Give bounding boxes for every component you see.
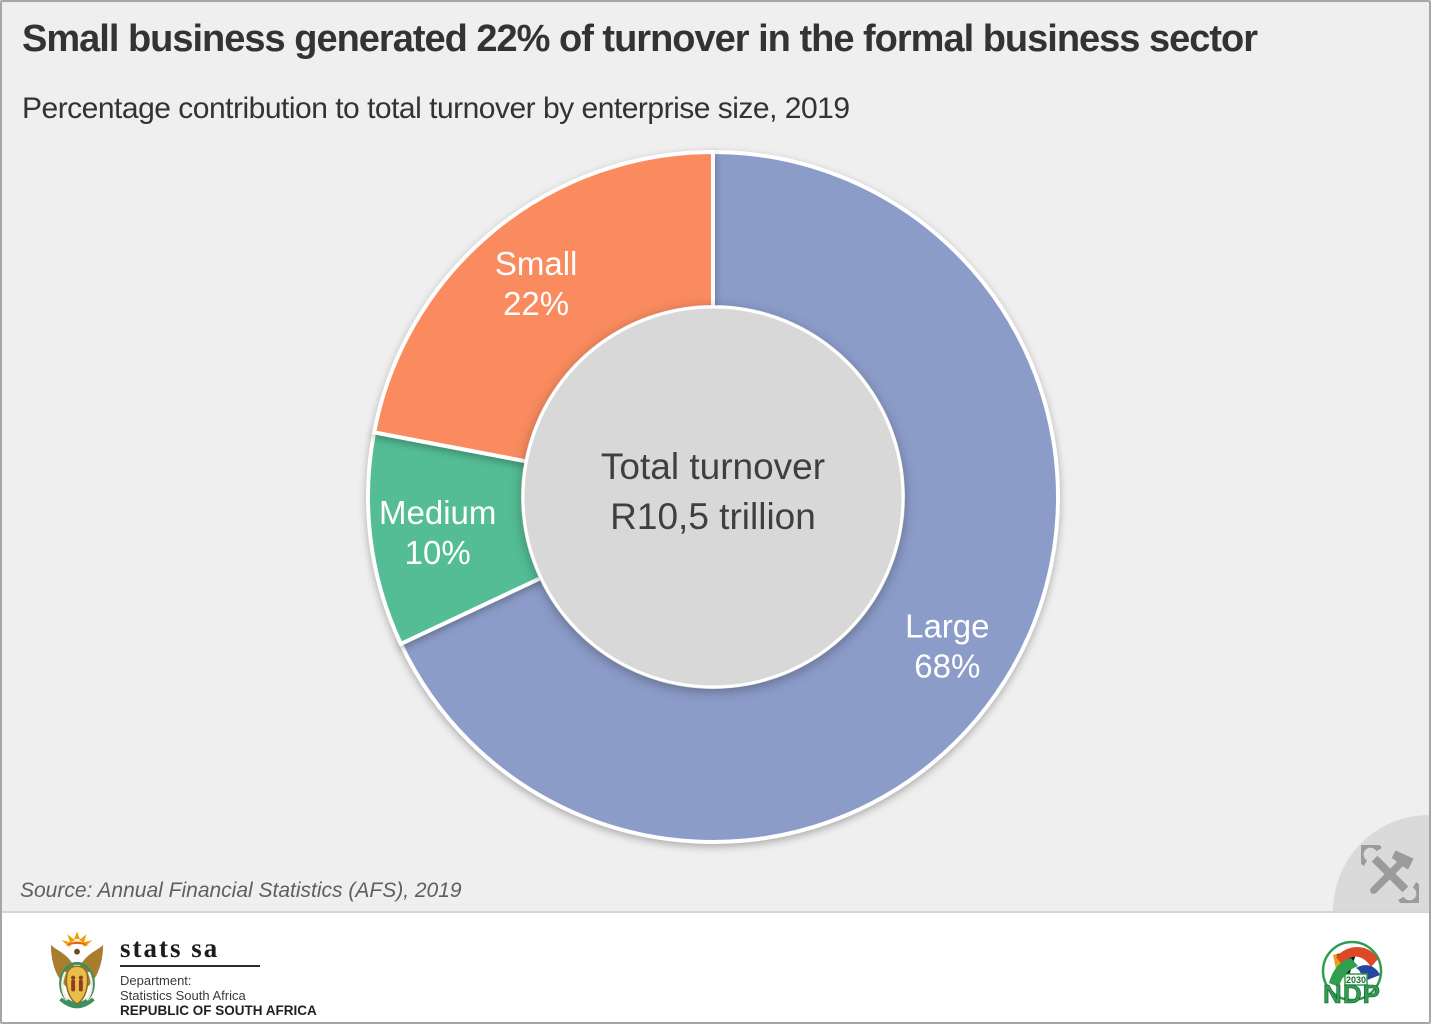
ndp-year-label: 2030 xyxy=(1346,975,1366,985)
footer-band: stats sa Department: Statistics South Af… xyxy=(2,911,1429,1022)
dept-line-3: REPUBLIC OF SOUTH AFRICA xyxy=(120,1003,317,1018)
page-title: Small business generated 22% of turnover… xyxy=(22,18,1258,60)
statssa-wordmark-block: stats sa Department: Statistics South Af… xyxy=(120,935,317,1018)
ndp-2030-logo: 2030 NDP xyxy=(1321,940,1383,1009)
page-subtitle: Percentage contribution to total turnove… xyxy=(22,92,850,125)
source-note: Source: Annual Financial Statistics (AFS… xyxy=(20,879,462,902)
wordmark-underline xyxy=(120,965,260,967)
statssa-wordmark: stats sa xyxy=(120,933,220,963)
sa-coat-of-arms-logo xyxy=(50,931,104,1009)
donut-hole xyxy=(521,305,905,689)
crossed-hammer-wrench-icon xyxy=(1361,845,1419,903)
ndp-acronym-label: NDP xyxy=(1323,979,1381,1009)
dept-line-2: Statistics South Africa xyxy=(120,988,246,1003)
dept-line-1: Department: xyxy=(120,973,192,988)
